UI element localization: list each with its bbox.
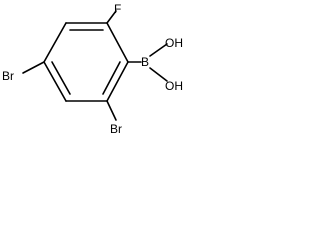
molecule-structure: F Br Br B OH OH bbox=[2, 2, 183, 136]
bond-to-bromine-left bbox=[22, 61, 45, 74]
ring-bond-c4-c5 bbox=[43, 61, 67, 102]
bond-boron-oh-top bbox=[149, 43, 168, 57]
double-bond-inner-c6-c1 bbox=[102, 61, 121, 95]
bond-to-bromine-bottom bbox=[106, 100, 117, 121]
fluorine-label: F bbox=[114, 2, 121, 16]
bond-to-fluorine bbox=[106, 10, 117, 24]
ring-bond-c1-c2 bbox=[106, 22, 129, 63]
ring-bond-c6-c1 bbox=[106, 61, 129, 102]
bond-boron-oh-bottom bbox=[149, 67, 168, 82]
boron-label: B bbox=[141, 55, 149, 69]
hydroxyl-top-label: OH bbox=[165, 36, 183, 50]
ring-bond-c3-c4 bbox=[43, 22, 67, 63]
bromine-left-label: Br bbox=[2, 69, 14, 83]
bromine-bottom-label: Br bbox=[110, 122, 122, 136]
double-bond-inner-c4-c5 bbox=[51, 61, 71, 95]
hydroxyl-bottom-label: OH bbox=[165, 79, 183, 93]
